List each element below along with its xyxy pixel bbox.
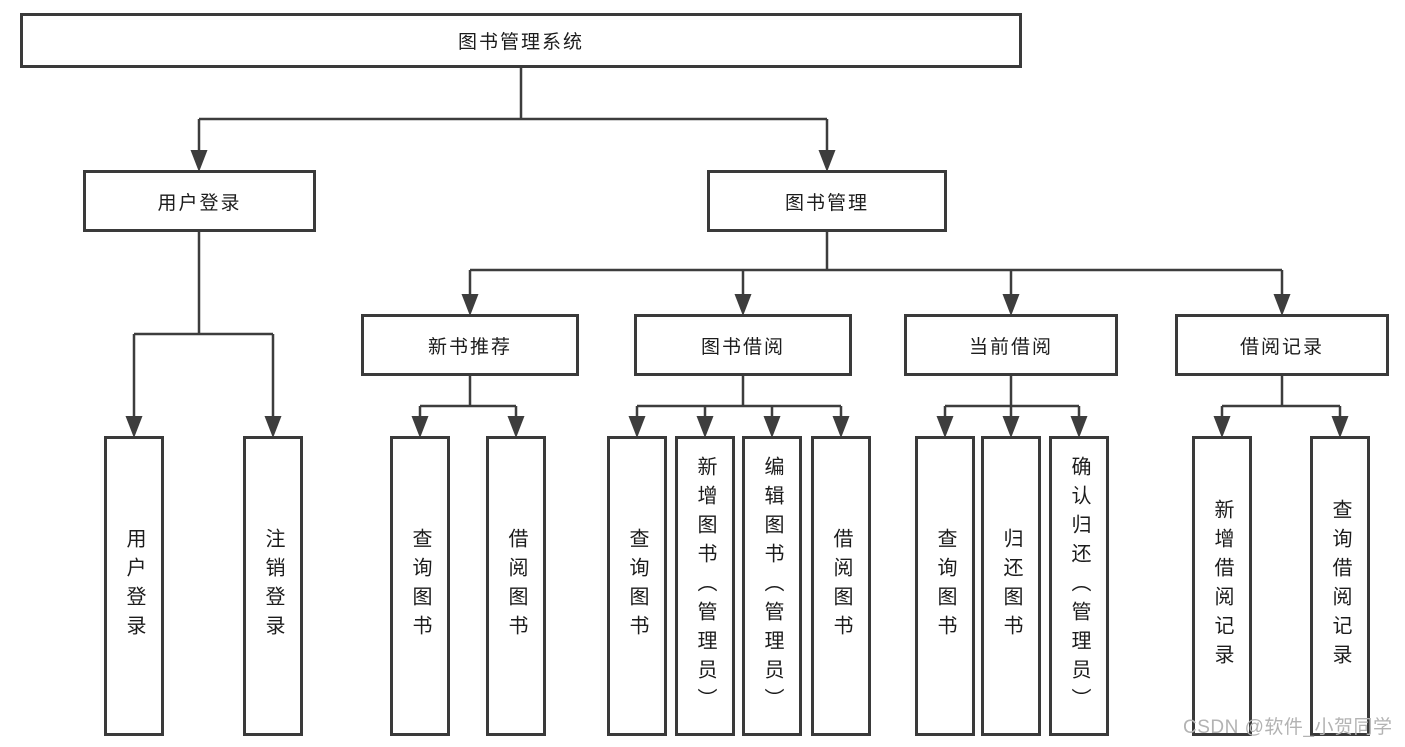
leaf-current-confirm-return-admin-label: 确认归还（管理员） bbox=[1068, 455, 1090, 717]
leaf-borrow-add-books-admin-label: 新增图书（管理员） bbox=[694, 455, 716, 717]
leaf-current-confirm-return-admin: 确认归还（管理员） bbox=[1049, 436, 1109, 736]
node-current-borrow-label: 当前借阅 bbox=[968, 336, 1053, 358]
leaf-borrow-borrow-books-label: 借阅图书 bbox=[830, 528, 852, 644]
node-user-login-label: 用户登录 bbox=[157, 192, 242, 214]
leaf-current-query-books: 查询图书 bbox=[915, 436, 975, 736]
leaf-borrow-query-books-label: 查询图书 bbox=[626, 528, 648, 644]
leaf-borrow-borrow-books: 借阅图书 bbox=[811, 436, 871, 736]
node-library-system: 图书管理系统 bbox=[20, 13, 1022, 68]
leaf-user-login-label: 用户登录 bbox=[123, 528, 145, 644]
leaf-logout-label: 注销登录 bbox=[262, 528, 284, 644]
node-borrow-records-label: 借阅记录 bbox=[1239, 336, 1324, 358]
leaf-borrow-add-books-admin: 新增图书（管理员） bbox=[675, 436, 735, 736]
leaf-newbook-query-books: 查询图书 bbox=[390, 436, 450, 736]
node-user-login: 用户登录 bbox=[83, 170, 316, 232]
leaf-borrow-query-books: 查询图书 bbox=[607, 436, 667, 736]
leaf-current-return-books: 归还图书 bbox=[981, 436, 1041, 736]
leaf-current-return-books-label: 归还图书 bbox=[1000, 528, 1022, 644]
leaf-records-query-record-label: 查询借阅记录 bbox=[1329, 499, 1351, 673]
node-book-borrow-label: 图书借阅 bbox=[700, 336, 785, 358]
leaf-borrow-edit-books-admin: 编辑图书（管理员） bbox=[742, 436, 802, 736]
node-library-system-label: 图书管理系统 bbox=[457, 32, 584, 53]
node-borrow-records: 借阅记录 bbox=[1175, 314, 1389, 376]
node-new-book-recommend-label: 新书推荐 bbox=[427, 336, 512, 358]
node-book-borrow: 图书借阅 bbox=[634, 314, 852, 376]
leaf-records-query-record: 查询借阅记录 bbox=[1310, 436, 1370, 736]
leaf-user-login: 用户登录 bbox=[104, 436, 164, 736]
node-book-management: 图书管理 bbox=[707, 170, 947, 232]
node-new-book-recommend: 新书推荐 bbox=[361, 314, 579, 376]
leaf-newbook-borrow-books: 借阅图书 bbox=[486, 436, 546, 736]
leaf-logout: 注销登录 bbox=[243, 436, 303, 736]
leaf-newbook-query-books-label: 查询图书 bbox=[409, 528, 431, 644]
leaf-records-add-record-label: 新增借阅记录 bbox=[1211, 499, 1233, 673]
node-current-borrow: 当前借阅 bbox=[904, 314, 1118, 376]
leaf-current-query-books-label: 查询图书 bbox=[934, 528, 956, 644]
leaf-records-add-record: 新增借阅记录 bbox=[1192, 436, 1252, 736]
leaf-borrow-edit-books-admin-label: 编辑图书（管理员） bbox=[761, 455, 783, 717]
watermark: CSDN @软件_小贺同学 bbox=[1183, 717, 1393, 738]
leaf-newbook-borrow-books-label: 借阅图书 bbox=[505, 528, 527, 644]
node-book-management-label: 图书管理 bbox=[784, 192, 869, 214]
